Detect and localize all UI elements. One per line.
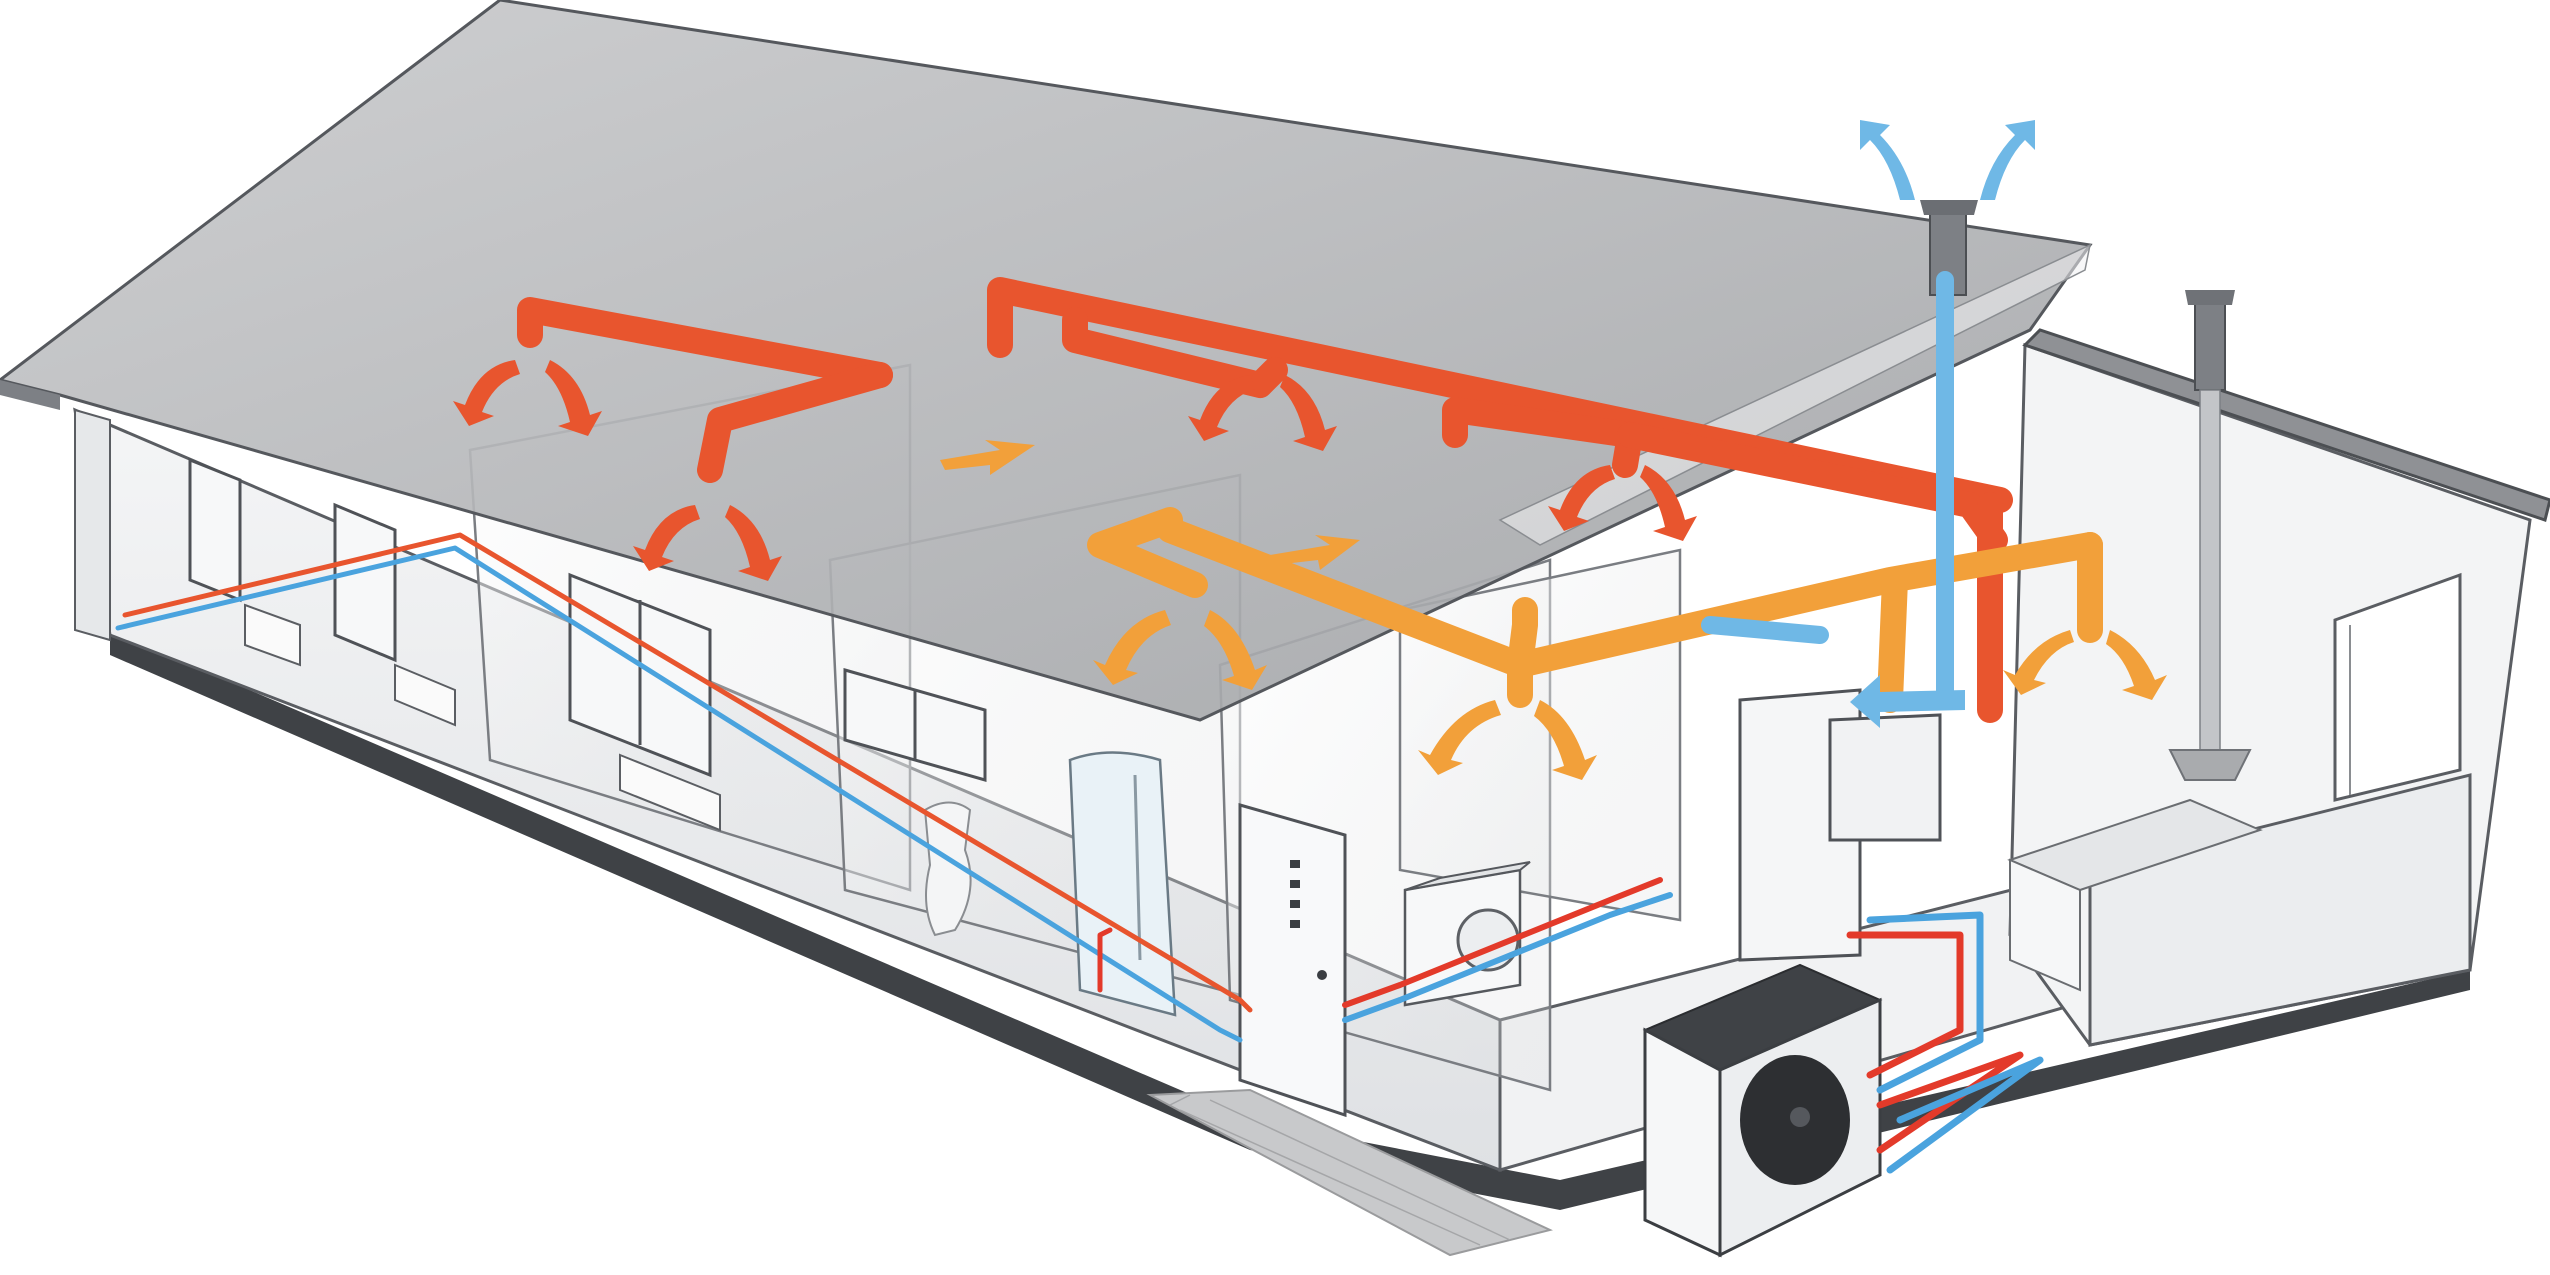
entrance-door [1238,803,1347,1118]
fresh-air-intake-arrow-icon [1850,675,1965,728]
windows [188,457,987,782]
washing-machine [1403,861,1531,1007]
radiators [244,603,721,832]
water-pipes [115,532,2044,1174]
outdoor-air-duct [1701,271,1954,709]
extract-air-ducts [517,277,2013,723]
outdoor-heat-pump-unit [1642,963,1883,1258]
roof-exhaust-arrows-icon [1860,120,2035,200]
annex-building [2007,290,2550,1047]
entrance-paving [1146,1088,1553,1257]
extract-arrows [453,360,1697,581]
supply-arrows [940,440,2167,780]
indoor-heat-pump-unit [1738,688,1942,962]
